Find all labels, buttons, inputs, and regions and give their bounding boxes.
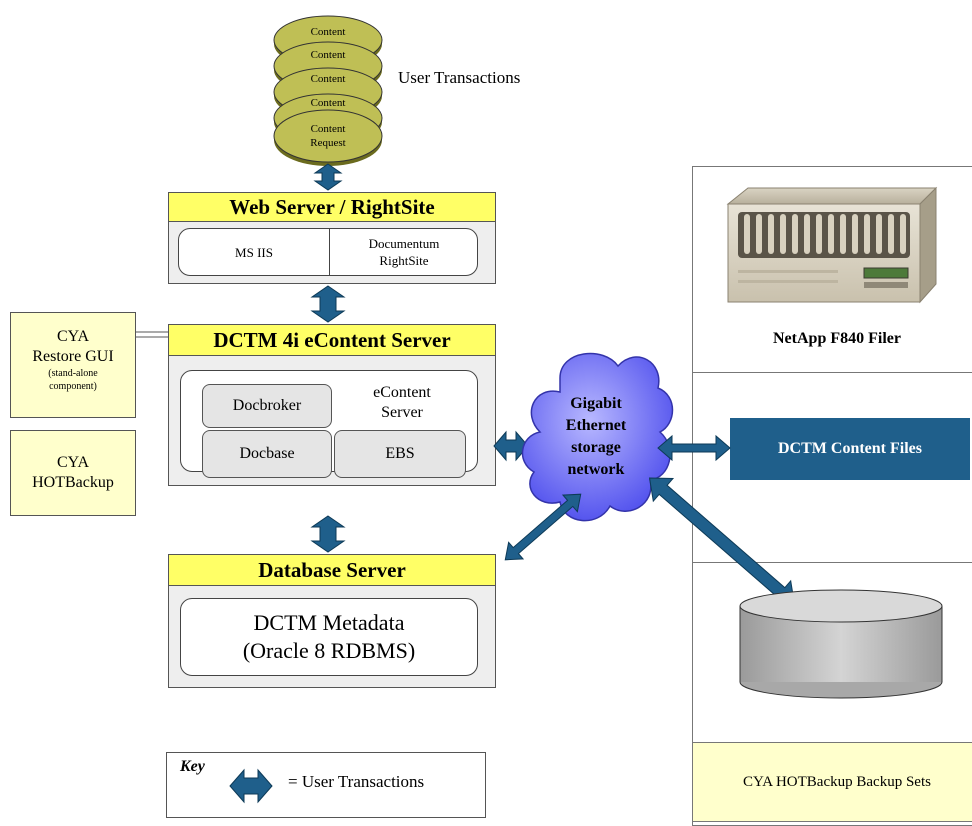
arrow-content-to-network bbox=[493, 430, 529, 462]
content-disk-label-3: Content bbox=[311, 73, 346, 85]
web-server-divider bbox=[329, 229, 330, 275]
econtent-line-2: Server bbox=[381, 404, 423, 421]
docbroker-label: Docbroker bbox=[232, 397, 302, 414]
documentum-rightsite-cell: Documentum RightSite bbox=[331, 230, 477, 274]
network-line-2: Ethernet bbox=[566, 417, 627, 434]
cya-hotbackup-box: CYA HOTBackup bbox=[10, 430, 136, 516]
econtent-line-1: eContent bbox=[373, 384, 431, 401]
oracle-line-1: Oracle bbox=[809, 628, 873, 653]
cya-restore-gui-box: CYA Restore GUI (stand-alone component) bbox=[10, 312, 136, 418]
content-disk-3: Content bbox=[273, 67, 383, 120]
cya-restore-line-2: Restore GUI bbox=[32, 348, 114, 365]
rightsite-line-1: Documentum bbox=[368, 236, 440, 251]
network-line-1: Gigabit bbox=[570, 395, 622, 412]
network-line-3: storage bbox=[571, 439, 621, 456]
key-description: = User Transactions bbox=[288, 772, 425, 791]
metadata-line-1: DCTM Metadata bbox=[253, 610, 405, 635]
arrow-network-to-database bbox=[504, 493, 582, 561]
content-stack: Content Content Content Content Content … bbox=[273, 15, 383, 166]
cya-restore-line-1: CYA bbox=[56, 328, 89, 345]
cya-hotbackup-line-2: HOTBackup bbox=[32, 474, 114, 491]
filer-vents bbox=[744, 214, 906, 254]
cya-restore-note-1: (stand-alone bbox=[48, 368, 98, 379]
netapp-filer-label: NetApp F840 Filer bbox=[773, 330, 901, 347]
ms-iis-cell: MS IIS bbox=[180, 230, 328, 274]
cya-restore-note-2: component) bbox=[49, 381, 97, 392]
cya-backup-sets-box: CYA HOTBackup Backup Sets bbox=[692, 742, 972, 822]
rightsite-line-2: RightSite bbox=[379, 253, 429, 268]
database-metadata-box: DCTM Metadata (Oracle 8 RDBMS) bbox=[180, 598, 478, 676]
docbroker-cell: Docbroker bbox=[202, 384, 332, 428]
web-server-inner bbox=[178, 228, 478, 276]
database-server-title: Database Server bbox=[168, 554, 496, 586]
oracle-line-2: Database Files bbox=[770, 658, 912, 683]
econtent-server-label: eContent Server bbox=[342, 383, 462, 423]
docbase-label: Docbase bbox=[239, 445, 295, 462]
content-server-title: DCTM 4i eContent Server bbox=[168, 324, 496, 356]
storage-divider-2 bbox=[692, 562, 972, 563]
ms-iis-label: MS IIS bbox=[235, 244, 273, 260]
arrow-web-to-content bbox=[310, 285, 346, 323]
metadata-line-2: (Oracle 8 RDBMS) bbox=[242, 638, 416, 663]
content-disk-label-4: Content bbox=[311, 97, 346, 109]
ebs-label: EBS bbox=[385, 445, 415, 462]
content-request-line-1: Content bbox=[311, 123, 346, 135]
cya-hotbackup-line-1: CYA bbox=[56, 454, 89, 471]
oracle-database-files-label: Oracle Database Files bbox=[748, 626, 934, 686]
arrow-content-to-database bbox=[310, 515, 346, 553]
content-disk-label-2: Content bbox=[311, 49, 346, 61]
storage-divider-1 bbox=[692, 372, 972, 373]
key-label: Key bbox=[180, 758, 205, 775]
gigabit-network-cloud: Gigabit Ethernet storage network bbox=[521, 352, 674, 522]
content-request-disk: Content Request bbox=[273, 109, 383, 166]
docbase-cell: Docbase bbox=[202, 430, 332, 478]
content-disk-2: Content bbox=[273, 41, 383, 94]
network-line-4: network bbox=[568, 461, 625, 478]
content-disk-1: Content bbox=[273, 15, 383, 68]
user-transactions-label: User Transactions bbox=[398, 68, 521, 87]
content-request-line-2: Request bbox=[310, 137, 345, 149]
arrow-stack-to-web bbox=[313, 163, 343, 191]
key-legend bbox=[166, 752, 486, 818]
content-disk-label-1: Content bbox=[311, 26, 346, 38]
dctm-content-files-box: DCTM Content Files bbox=[730, 418, 970, 480]
netapp-filer-image bbox=[726, 186, 938, 304]
content-disk-4: Content bbox=[273, 93, 383, 146]
web-server-title: Web Server / RightSite bbox=[168, 192, 496, 222]
ebs-cell: EBS bbox=[334, 430, 466, 478]
